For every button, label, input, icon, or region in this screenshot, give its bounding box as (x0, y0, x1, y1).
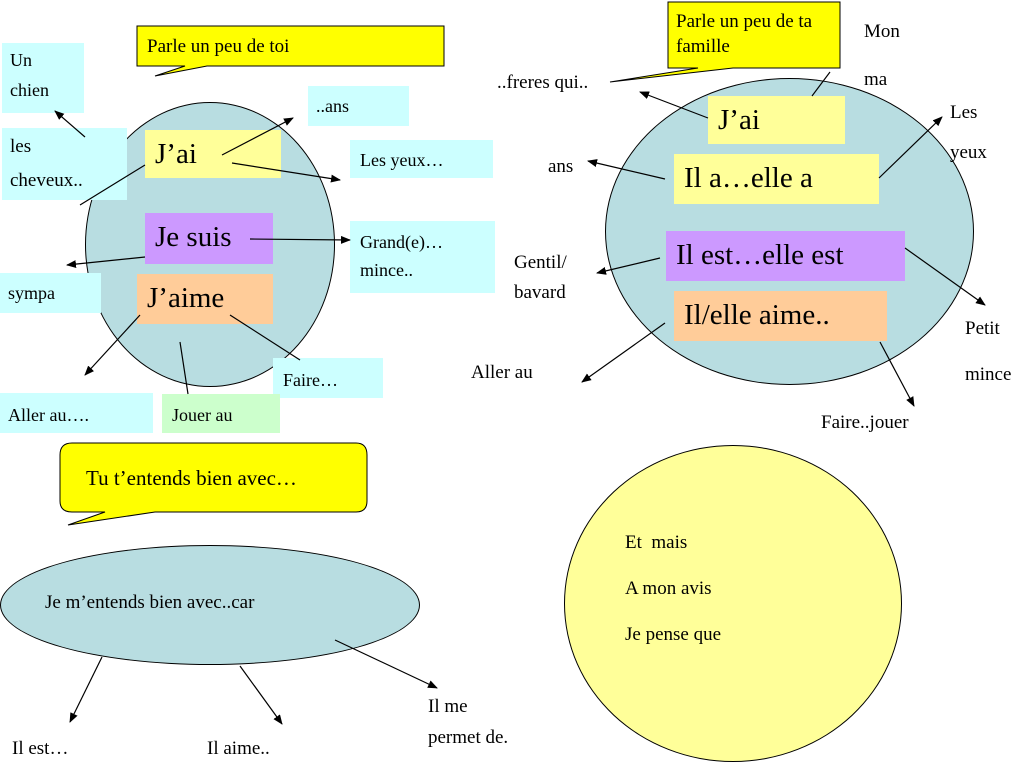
petit-mince-label: Petit mince (965, 318, 1012, 385)
ans-label: ..ans (308, 86, 409, 126)
freres-label: ..freres qui.. (497, 72, 589, 93)
mon-ma-label: Mon ma (864, 21, 900, 90)
il-aime-label: Il aime.. (207, 738, 270, 759)
sympa-label: sympa (0, 273, 101, 313)
aller-au-right-label: Aller au (471, 362, 533, 383)
speech-bubble-parle-toi: Parle un peu de toi (136, 25, 445, 77)
a-mon-avis-label: A mon avis (625, 578, 712, 599)
left-je-suis-box: Je suis (145, 213, 273, 264)
il-elle-aime-box: Il/elle aime.. (674, 291, 887, 341)
grand-mince-label: Grand(e)… mince.. (350, 221, 495, 293)
bubble-text: Parle un peu de toi (147, 36, 290, 57)
ans-right-label: ans (548, 156, 574, 177)
je-mentends-label: Je m’entends bien avec..car (45, 592, 255, 613)
arrow-il-aime (239, 665, 283, 725)
il-a-elle-a-box: Il a…elle a (674, 154, 879, 204)
bubble-text: Tu t’entends bien avec… (86, 466, 297, 490)
il-est-elle-est-box: Il est…elle est (666, 231, 905, 281)
les-yeux-right-label: Les yeux (950, 102, 987, 163)
faire-label: Faire… (273, 358, 383, 398)
yellow-circle (564, 445, 902, 762)
et-mais-label: Et mais (625, 532, 688, 553)
right-jai-box: J’ai (708, 96, 845, 144)
les-cheveux-label: les cheveux.. (2, 128, 127, 200)
je-pense-que-label: Je pense que (625, 624, 722, 645)
gentil-bavard-label: Gentil/ bavard (514, 252, 567, 303)
speech-bubble-parle-famille: Parle un peu de ta famille (598, 1, 841, 84)
aller-au-label: Aller au…. (0, 393, 153, 433)
les-yeux-label: Les yeux… (350, 140, 493, 178)
bubble-text: Parle un peu de ta famille (676, 11, 813, 57)
faire-jouer-label: Faire..jouer (821, 412, 909, 433)
speech-bubble-entends: Tu t’entends bien avec… (59, 442, 368, 527)
left-jaime-box: J’aime (137, 274, 273, 324)
left-jai-box: J’ai (145, 130, 281, 178)
il-est-label: Il est… (12, 738, 69, 759)
jouer-au-label: Jouer au (162, 394, 280, 433)
il-me-permet-label: Il me permet de. (428, 696, 509, 748)
un-chien-label: Un chien (2, 43, 84, 113)
arrow-il-est (69, 656, 103, 723)
